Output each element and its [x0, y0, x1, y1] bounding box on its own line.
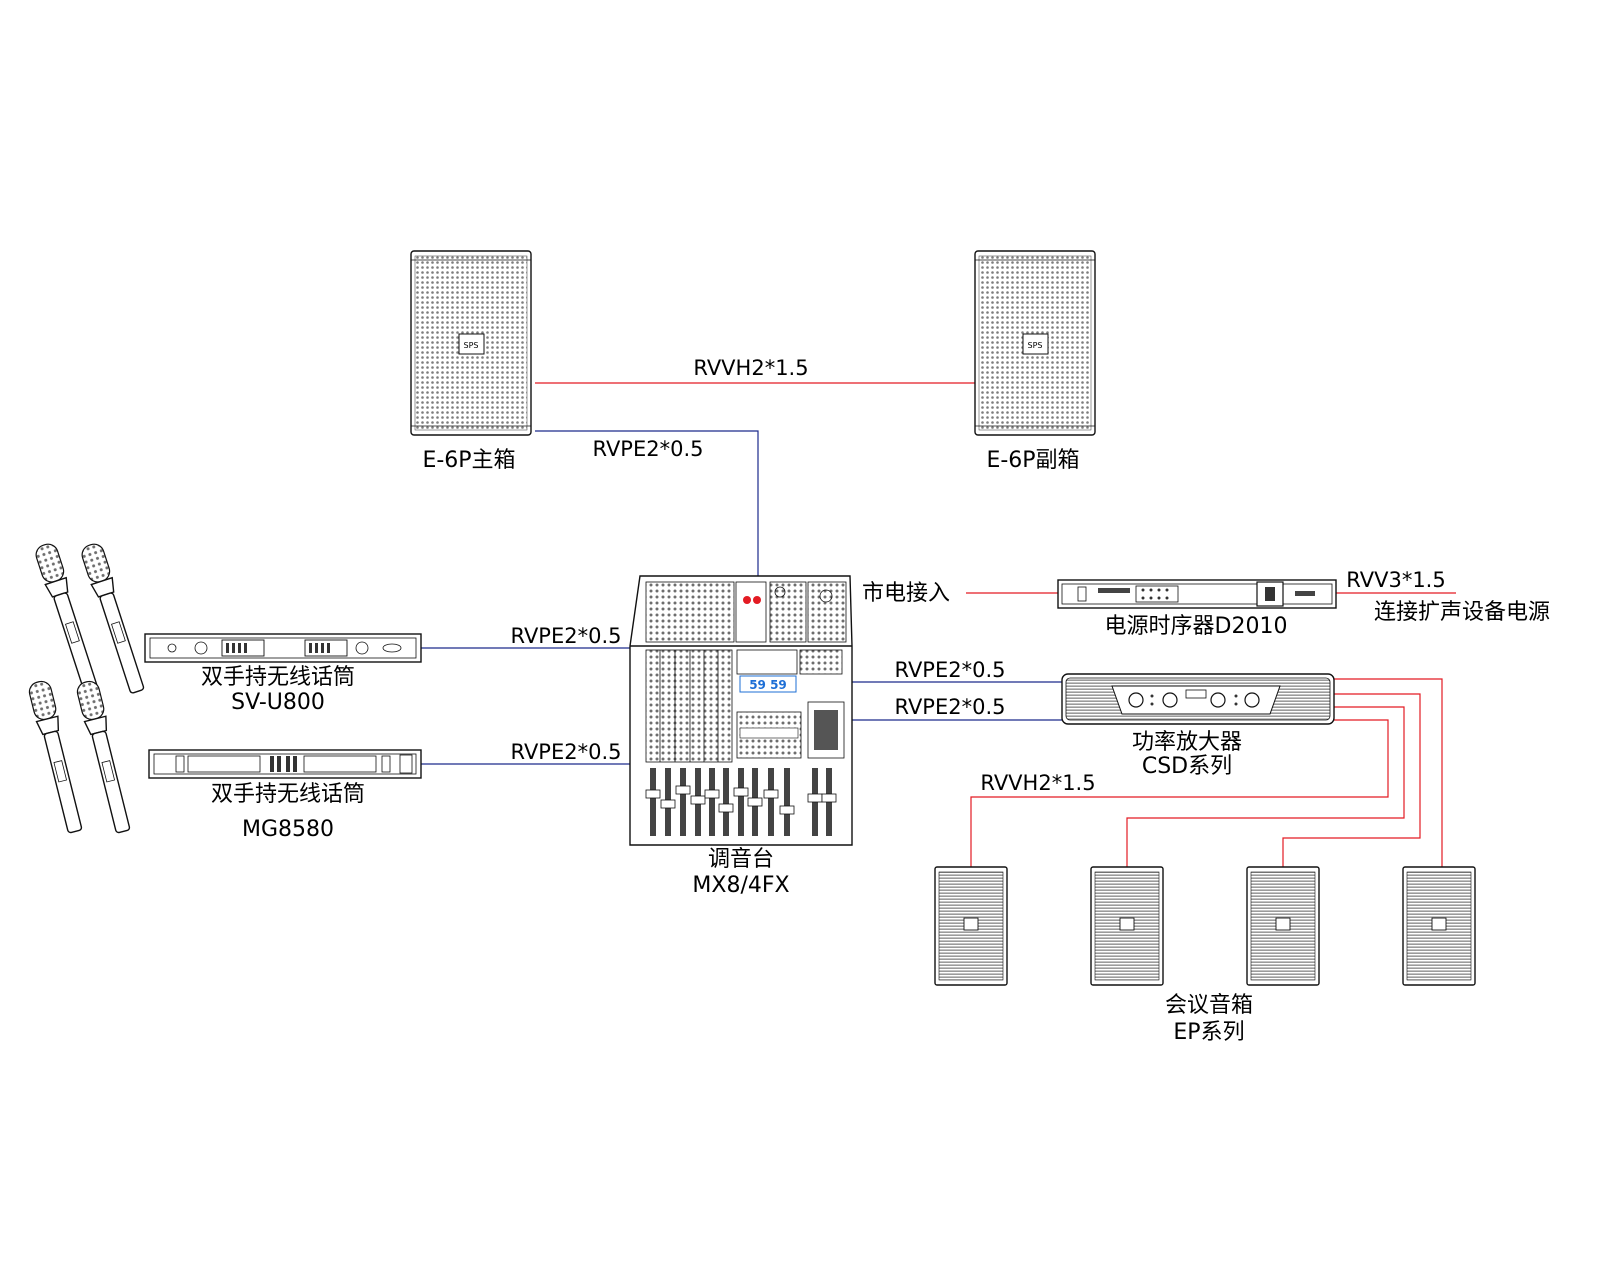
wireless-receiver-mg8580: [148, 749, 422, 779]
microphone-icons: [28, 543, 145, 834]
label-mic2-name: 双手持无线话筒: [211, 782, 365, 807]
conference-speaker: [1246, 866, 1320, 986]
mixer-display: 59 59: [749, 678, 787, 692]
conference-speakers: [934, 866, 1476, 986]
label-mixer-model: MX8/4FX: [692, 873, 789, 898]
main-speaker: SPS: [410, 250, 532, 436]
cable-labels: RVVH2*1.5 RVPE2*0.5 RVPE2*0.5 RVPE2*0.5 …: [511, 356, 1446, 795]
label-conference-series: EP系列: [1173, 1020, 1244, 1045]
cable-label-speaker-link: RVVH2*1.5: [693, 356, 808, 380]
label-sub-speaker: E-6P副箱: [986, 448, 1079, 473]
cable-label-amp-2: RVPE2*0.5: [895, 695, 1006, 719]
conference-speaker: [934, 866, 1008, 986]
label-mic1-model: SV-U800: [231, 690, 325, 715]
conference-speaker: [1402, 866, 1476, 986]
microphone-icon: [28, 680, 83, 834]
label-power-out: 连接扩声设备电源: [1374, 600, 1550, 625]
wires: [421, 382, 1456, 867]
wire-amp-to-speaker-3: [1282, 693, 1421, 867]
cable-label-speakers: RVVH2*1.5: [980, 771, 1095, 795]
mixer: 59 59: [629, 575, 853, 846]
microphone-icon: [35, 543, 99, 694]
sub-speaker: SPS: [974, 250, 1096, 436]
wire-amp-to-speaker-2: [1126, 706, 1405, 867]
label-mic2-model: MG8580: [242, 817, 334, 842]
wire-main-to-mixer: [535, 430, 759, 612]
label-main-speaker: E-6P主箱: [422, 448, 515, 473]
label-mic1-name: 双手持无线话筒: [201, 665, 355, 690]
power-amplifier: [1061, 673, 1335, 725]
cable-label-mic2: RVPE2*0.5: [511, 740, 622, 764]
microphone-icon: [76, 680, 131, 834]
cable-label-mic1: RVPE2*0.5: [511, 624, 622, 648]
cable-label-main-to-mixer: RVPE2*0.5: [593, 437, 704, 461]
cable-label-sequencer-out: RVV3*1.5: [1346, 568, 1445, 592]
label-amplifier-name: 功率放大器: [1132, 730, 1242, 755]
wireless-receiver-sv-u800: [144, 633, 422, 663]
wire-amp-to-speaker-1: [970, 719, 1389, 867]
cable-label-amp-1: RVPE2*0.5: [895, 658, 1006, 682]
power-sequencer: [1057, 579, 1337, 609]
label-sequencer: 电源时序器D2010: [1105, 614, 1288, 639]
microphone-icon: [81, 543, 145, 694]
wire-amp-to-speaker-4: [1334, 678, 1443, 867]
conference-speaker: [1090, 866, 1164, 986]
device-labels: E-6P主箱 E-6P副箱 双手持无线话筒 SV-U800 双手持无线话筒 MG…: [201, 448, 1550, 1045]
label-conference-speakers: 会议音箱: [1165, 993, 1253, 1018]
speaker-badge-sub: SPS: [1028, 341, 1043, 350]
mixer-faders: [645, 768, 837, 836]
label-amplifier-series: CSD系列: [1142, 754, 1232, 779]
label-mains-input: 市电接入: [862, 581, 950, 606]
label-mixer-name: 调音台: [708, 847, 774, 872]
speaker-badge-main: SPS: [464, 341, 479, 350]
mixer-input-strips: [645, 581, 847, 643]
